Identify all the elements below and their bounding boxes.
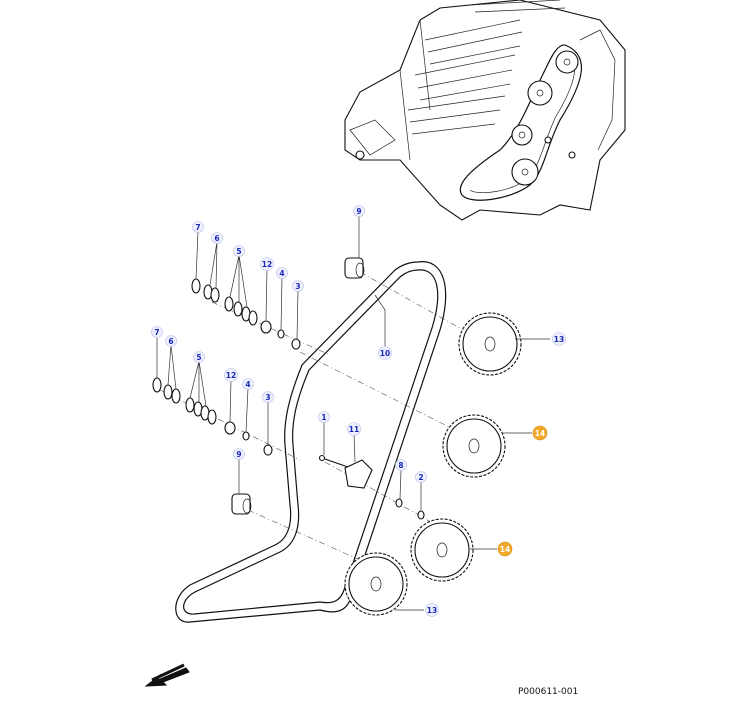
callout-9-upper: 9 bbox=[353, 205, 365, 217]
svg-text:12: 12 bbox=[226, 371, 236, 380]
upper-shaft-parts bbox=[191, 257, 365, 350]
callout-3-lower: 3 bbox=[262, 391, 274, 403]
callout-12-upper: 12 bbox=[260, 257, 274, 271]
callout-5-lower: 5 bbox=[193, 351, 205, 363]
callout-6-upper: 6 bbox=[211, 232, 223, 244]
svg-text:14: 14 bbox=[535, 429, 545, 438]
svg-text:7: 7 bbox=[195, 223, 200, 232]
callout-12-lower: 12 bbox=[224, 368, 238, 382]
svg-text:5: 5 bbox=[196, 353, 201, 362]
svg-text:13: 13 bbox=[427, 606, 437, 615]
svg-text:12: 12 bbox=[262, 260, 272, 269]
callout-2: 2 bbox=[415, 471, 427, 483]
svg-text:4: 4 bbox=[279, 269, 284, 278]
callout-10: 10 bbox=[378, 346, 392, 360]
svg-text:6: 6 bbox=[168, 337, 173, 346]
svg-text:8: 8 bbox=[398, 461, 403, 470]
svg-text:6: 6 bbox=[214, 234, 219, 243]
sprocket-lower-middle bbox=[410, 518, 474, 582]
figure-reference: P000611-001 bbox=[518, 687, 578, 697]
svg-text:3: 3 bbox=[295, 282, 300, 291]
svg-text:13: 13 bbox=[554, 335, 564, 344]
sprockets bbox=[344, 312, 522, 616]
leader-lines bbox=[156, 215, 550, 611]
svg-text:11: 11 bbox=[349, 425, 359, 434]
callout-8: 8 bbox=[395, 459, 407, 471]
svg-text:1: 1 bbox=[321, 413, 326, 422]
sprocket-lower-left bbox=[344, 552, 408, 616]
bearing-housing-lower bbox=[231, 493, 252, 515]
callout-7-upper: 7 bbox=[192, 221, 204, 233]
bearing-housing-upper bbox=[344, 257, 365, 279]
callout-9-lower: 9 bbox=[233, 448, 245, 460]
svg-text:4: 4 bbox=[245, 380, 250, 389]
svg-text:9: 9 bbox=[236, 450, 241, 459]
callouts: 9 7 6 5 12 4 3 10 bbox=[151, 205, 566, 617]
callout-4-lower: 4 bbox=[242, 378, 254, 390]
drive-belt bbox=[175, 261, 447, 623]
sprocket-upper-right bbox=[458, 312, 522, 376]
sprocket-middle-right bbox=[442, 414, 506, 478]
machine-overview-illustration bbox=[344, 0, 626, 221]
tensioner-parts bbox=[318, 454, 425, 520]
callout-4-upper: 4 bbox=[276, 267, 288, 279]
callout-14-upper: 14 bbox=[532, 425, 548, 441]
callout-7-lower: 7 bbox=[151, 326, 163, 338]
callout-3-upper: 3 bbox=[292, 280, 304, 292]
svg-text:9: 9 bbox=[356, 207, 361, 216]
lower-shaft-parts bbox=[152, 377, 273, 515]
svg-text:2: 2 bbox=[418, 473, 423, 482]
callout-1: 1 bbox=[318, 411, 330, 423]
svg-text:3: 3 bbox=[265, 393, 270, 402]
callout-13-upper: 13 bbox=[552, 332, 566, 346]
svg-text:5: 5 bbox=[236, 247, 241, 256]
callout-14-lower: 14 bbox=[497, 541, 513, 557]
callout-5-upper: 5 bbox=[233, 245, 245, 257]
svg-text:7: 7 bbox=[154, 328, 159, 337]
svg-text:10: 10 bbox=[380, 349, 390, 358]
callout-6-lower: 6 bbox=[165, 335, 177, 347]
svg-text:14: 14 bbox=[500, 545, 510, 554]
callout-13-lower: 13 bbox=[425, 603, 439, 617]
callout-11: 11 bbox=[347, 422, 361, 436]
direction-arrow-icon bbox=[144, 663, 190, 687]
